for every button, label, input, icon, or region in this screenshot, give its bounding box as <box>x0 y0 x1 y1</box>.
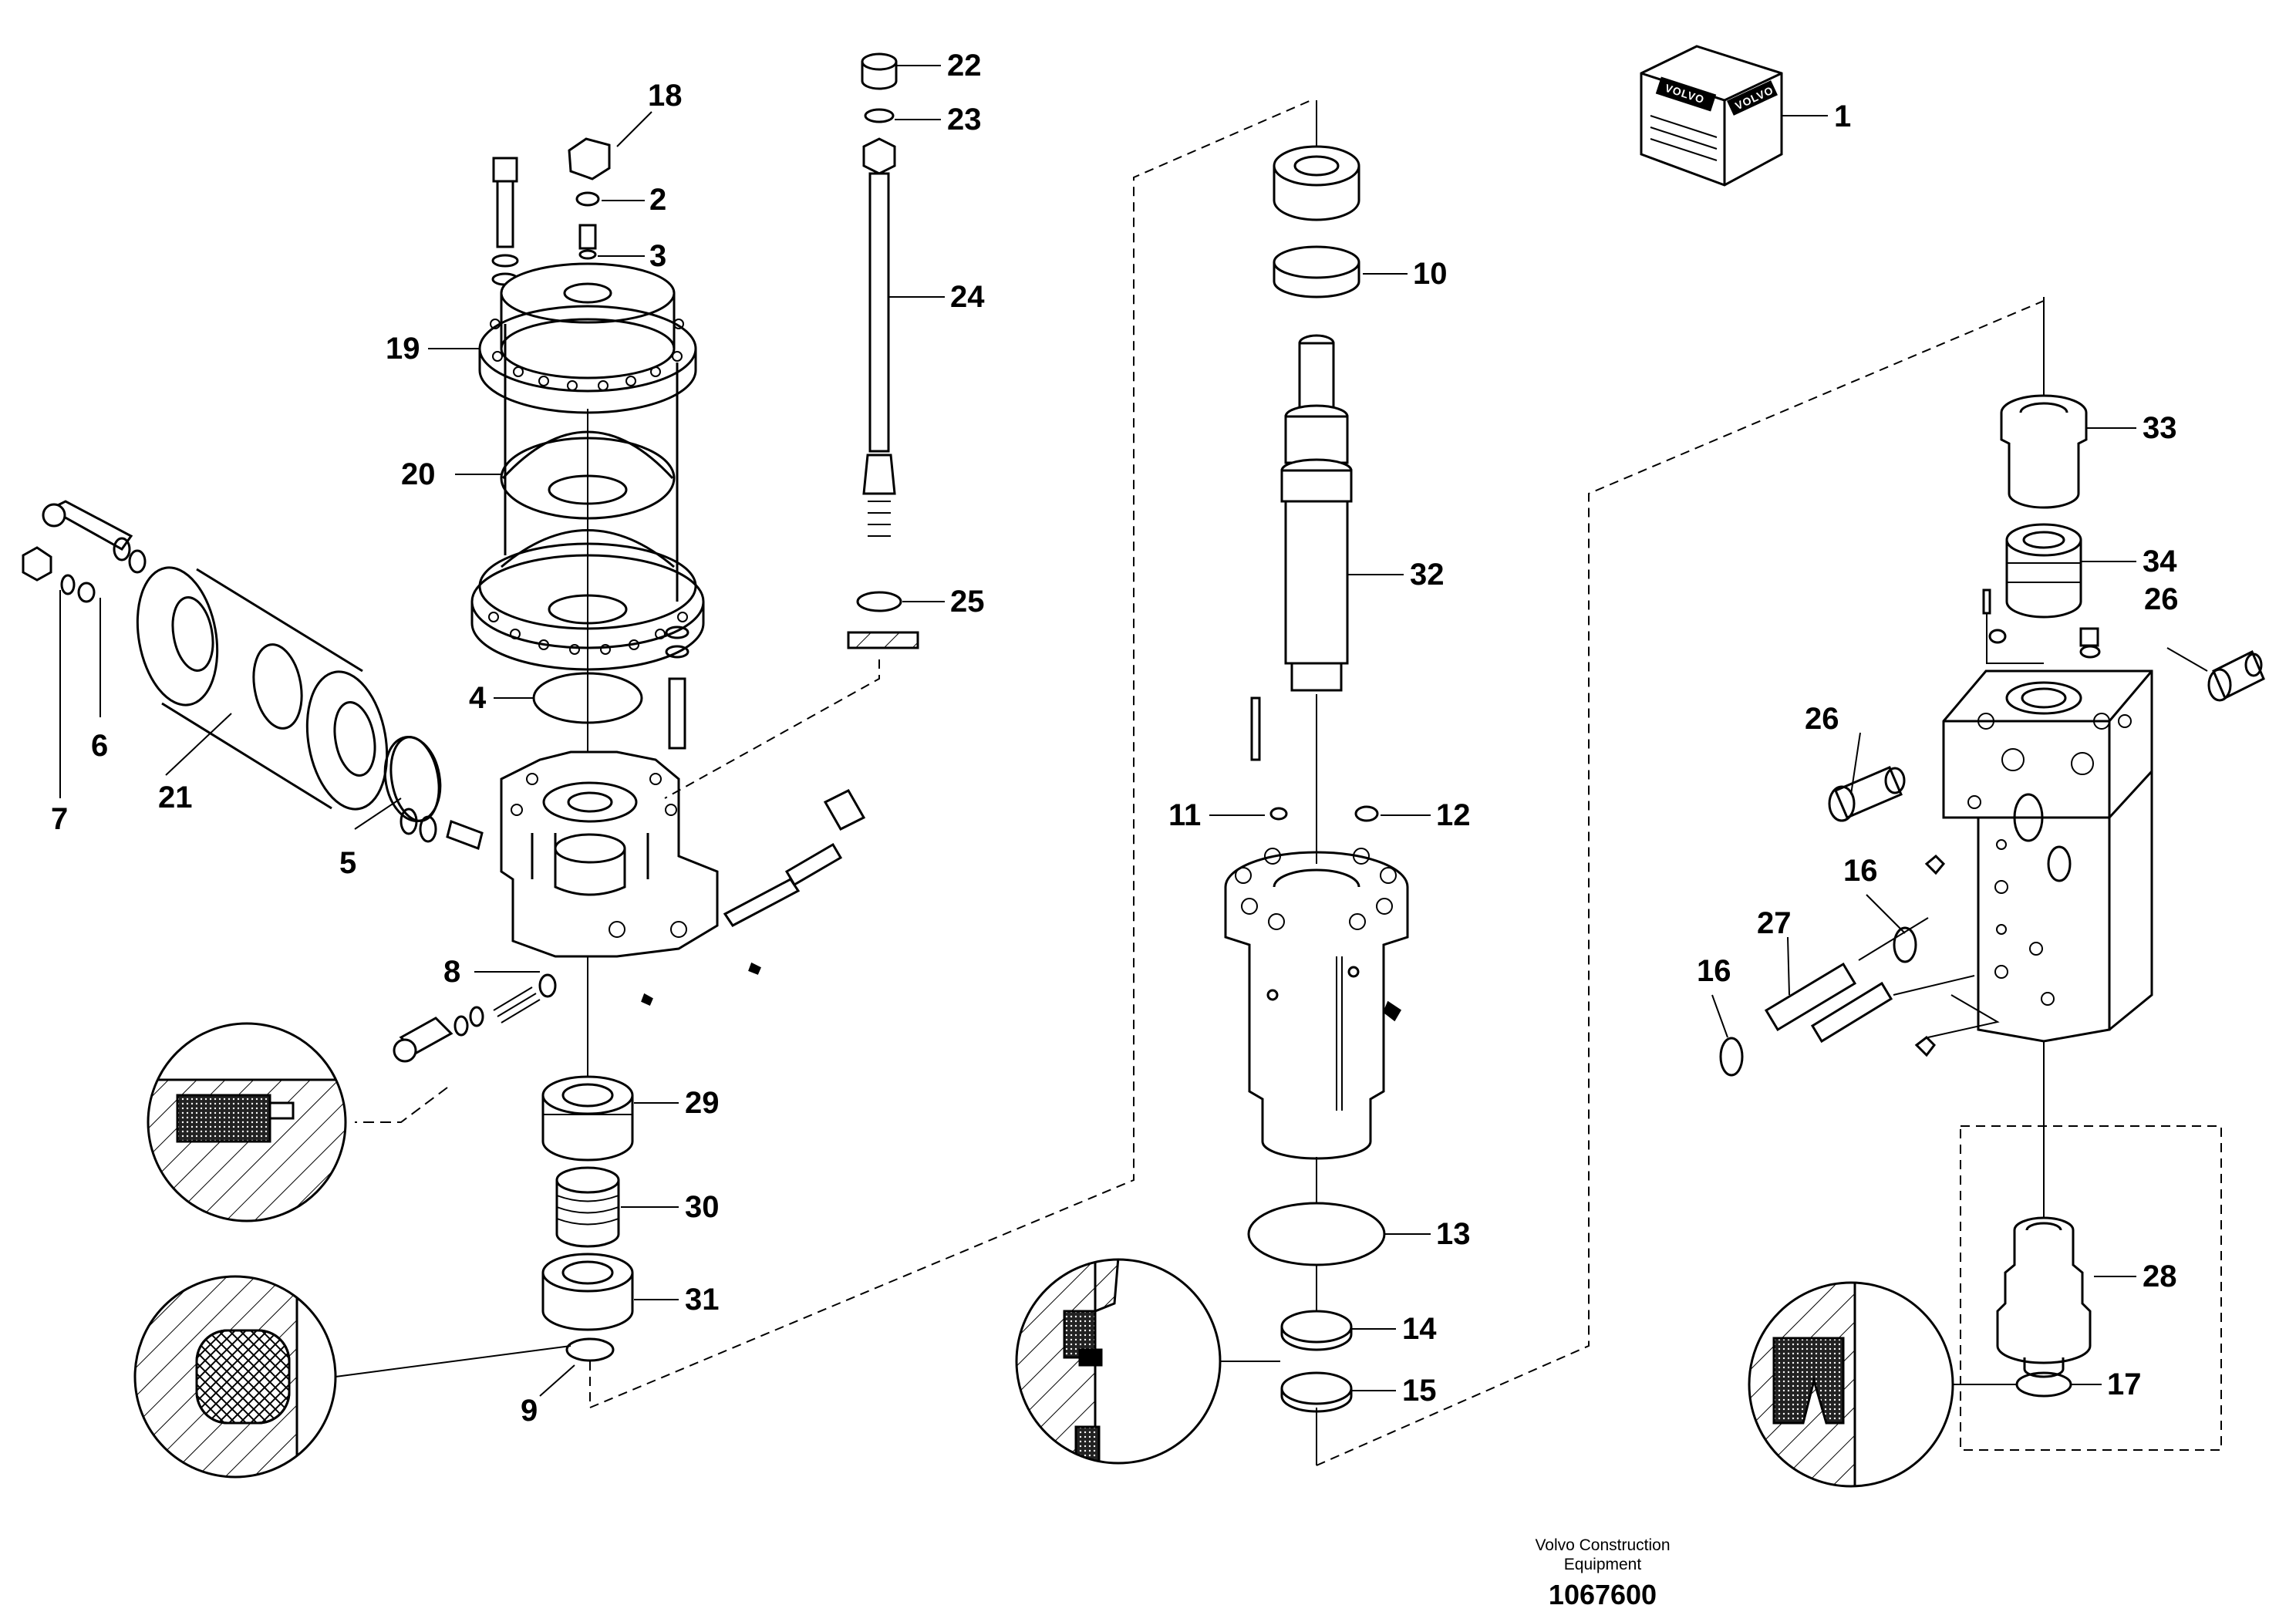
callout-19: 19 <box>386 332 420 366</box>
leader-lines <box>59 65 2208 1397</box>
side-accumulator <box>136 566 440 822</box>
callout-1: 1 <box>1834 99 1851 133</box>
main-valve-body <box>500 750 719 958</box>
seal-detail-b <box>133 1275 337 1479</box>
callout-21: 21 <box>158 781 193 814</box>
footer-caption: Volvo Construction Equipment 1067600 <box>1535 1536 1670 1610</box>
footer-company-line1: Volvo Construction <box>1535 1536 1670 1554</box>
callout-6: 6 <box>91 729 108 763</box>
callout-16-lower: 16 <box>1697 954 1731 988</box>
callout-34: 34 <box>2143 545 2177 578</box>
seal-detail-d <box>1748 1281 1954 1488</box>
callout-15: 15 <box>1402 1374 1437 1408</box>
callout-26-left: 26 <box>1805 702 1839 736</box>
callout-25: 25 <box>950 585 985 619</box>
callout-9: 9 <box>521 1394 538 1428</box>
callout-labels: 1 2 3 4 5 6 7 8 9 10 11 12 13 14 15 16 1… <box>51 49 2179 1428</box>
footer-company-line2: Equipment <box>1564 1556 1642 1573</box>
callout-4: 4 <box>469 681 487 715</box>
callout-12: 12 <box>1436 798 1471 832</box>
seal-detail-c <box>1015 1258 1222 1465</box>
callout-31: 31 <box>685 1283 720 1317</box>
callout-3: 3 <box>649 239 666 273</box>
callout-16-upper: 16 <box>1843 854 1878 888</box>
valve-block <box>1942 669 2153 1043</box>
callout-28: 28 <box>2143 1259 2177 1293</box>
callout-30: 30 <box>685 1190 720 1224</box>
callout-5: 5 <box>339 846 356 880</box>
callout-11: 11 <box>1168 798 1201 832</box>
check-valve-cartridge <box>1996 1216 2092 1378</box>
kit-box-icon <box>1640 45 1783 187</box>
callout-18: 18 <box>648 79 683 113</box>
callout-14: 14 <box>1402 1312 1437 1346</box>
callout-26-right: 26 <box>2144 582 2179 616</box>
callout-2: 2 <box>649 183 666 217</box>
callout-23: 23 <box>947 103 982 137</box>
piston-spool <box>1280 334 1353 692</box>
callout-7: 7 <box>51 802 68 836</box>
seal-detail-a <box>147 1022 347 1222</box>
callout-29: 29 <box>685 1086 720 1120</box>
callout-8: 8 <box>443 955 460 989</box>
callout-17: 17 <box>2107 1367 2142 1401</box>
footer-doc-number: 1067600 <box>1549 1579 1657 1610</box>
callout-22: 22 <box>947 49 982 83</box>
callout-20: 20 <box>401 457 436 491</box>
callout-33: 33 <box>2143 411 2177 445</box>
callout-24: 24 <box>950 280 985 314</box>
callout-10: 10 <box>1413 257 1448 291</box>
callout-27: 27 <box>1757 906 1792 940</box>
callout-32: 32 <box>1410 558 1445 592</box>
valve-sleeve <box>1224 848 1409 1160</box>
accumulator-cover <box>478 262 697 414</box>
callout-13: 13 <box>1436 1217 1471 1251</box>
